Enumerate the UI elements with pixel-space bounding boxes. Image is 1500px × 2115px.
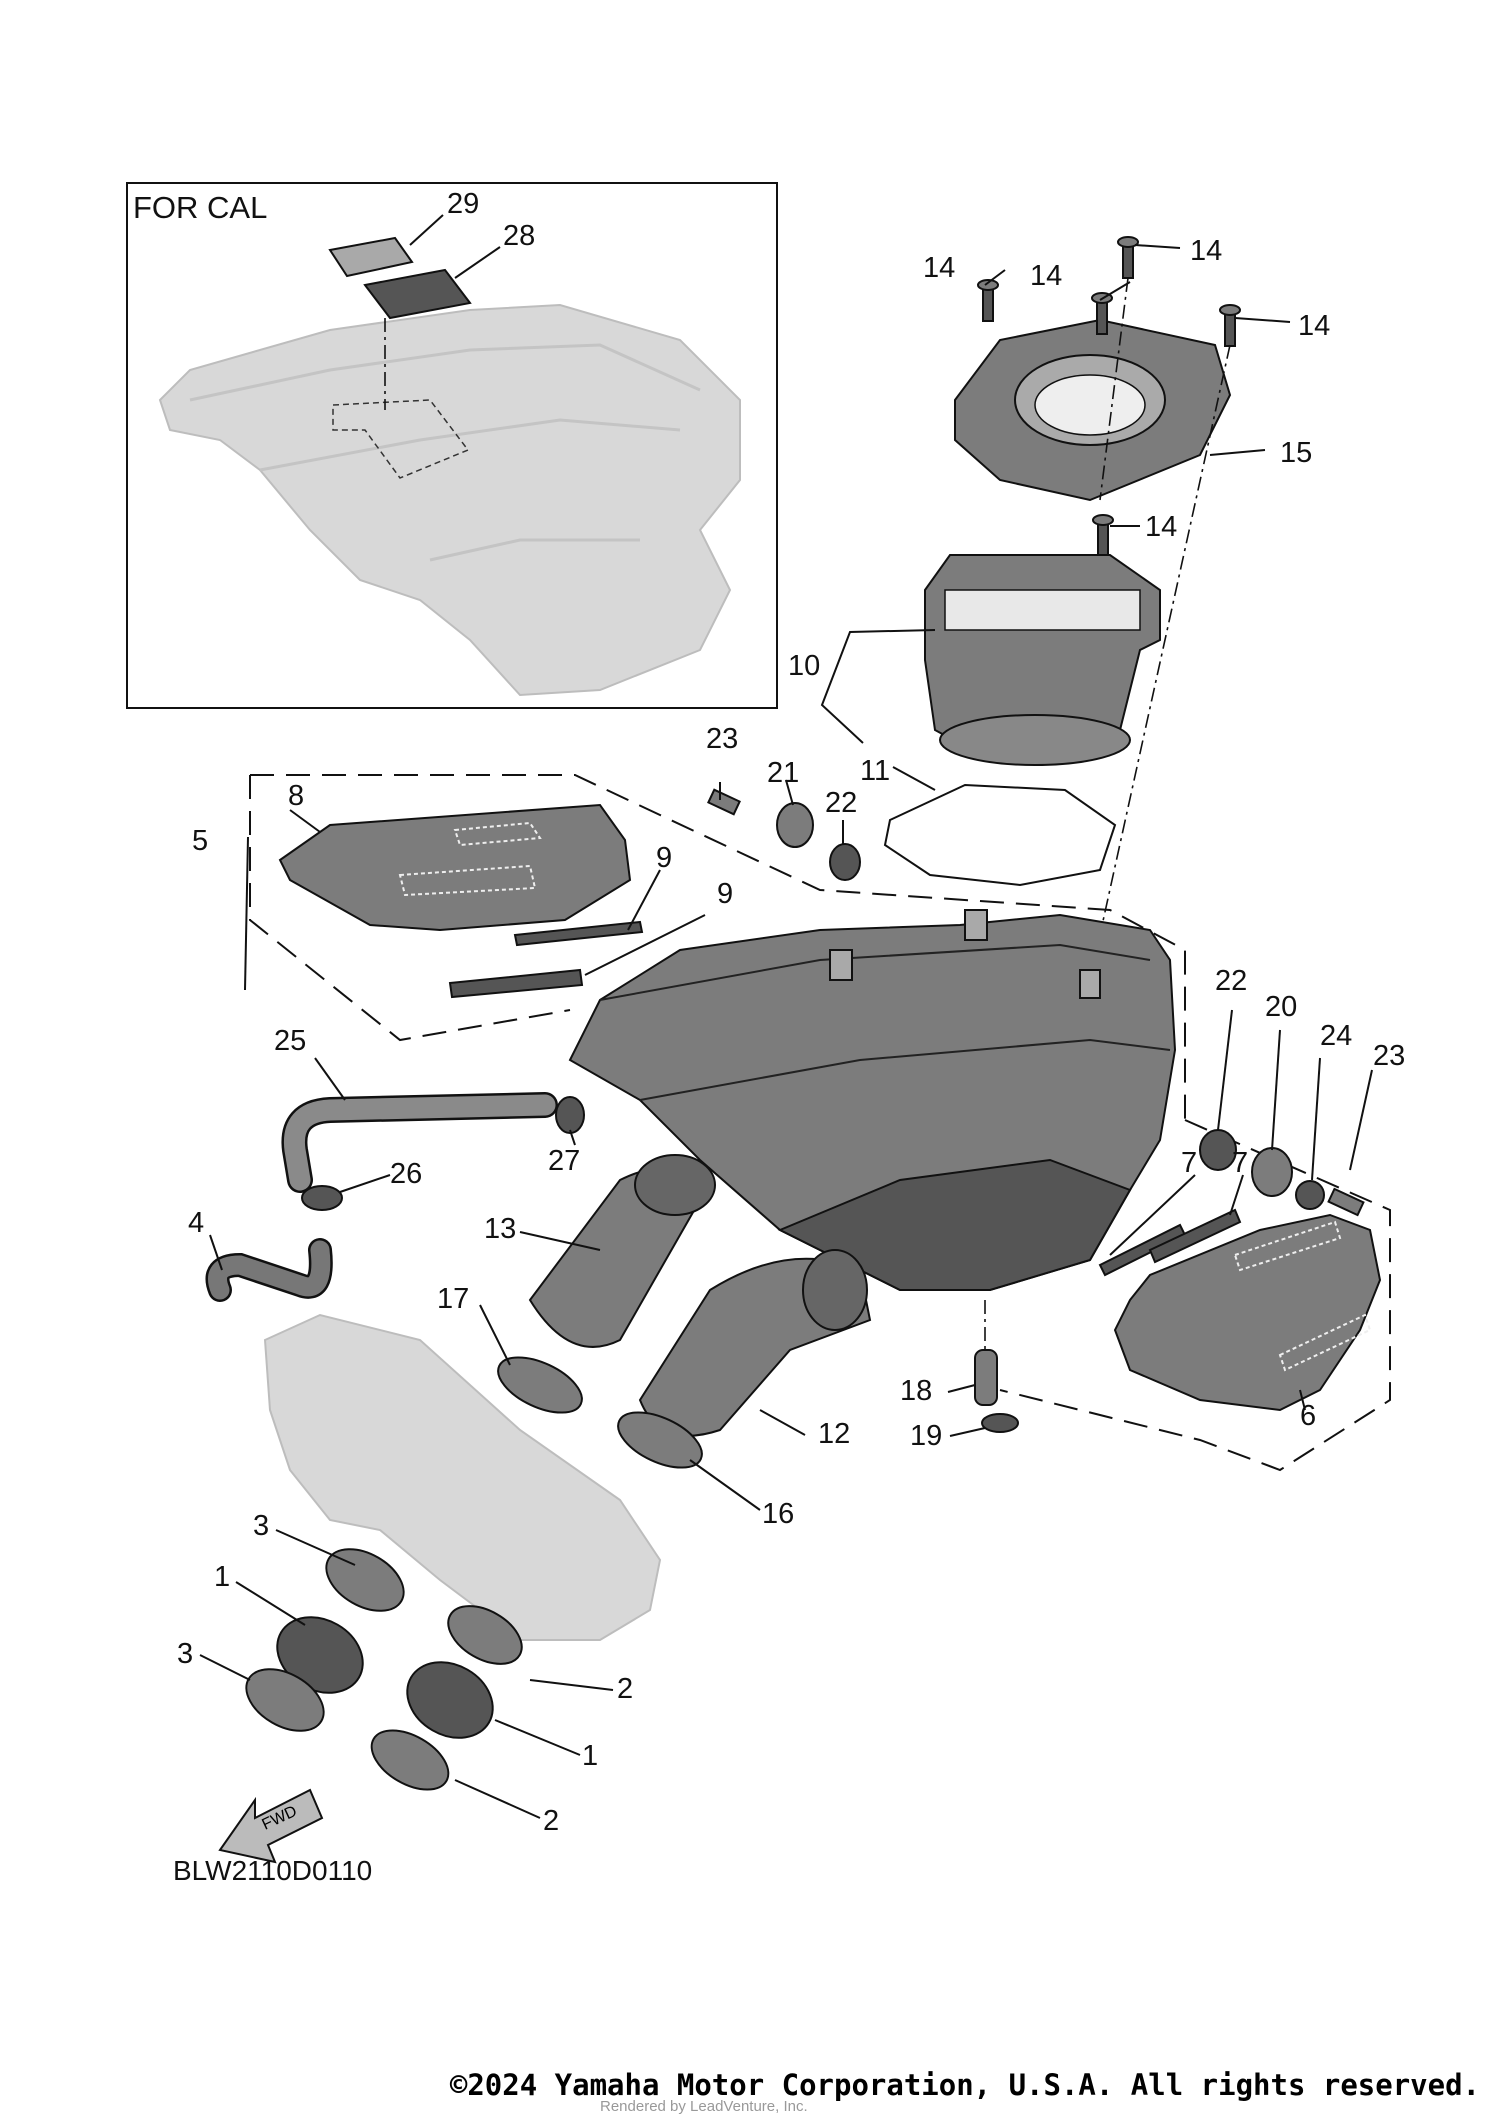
callout-6: 6 xyxy=(1300,1400,1316,1432)
callout-7b: 7 xyxy=(1232,1147,1248,1179)
callout-4: 4 xyxy=(188,1207,204,1239)
callout-19: 19 xyxy=(910,1420,942,1452)
part-18-drain xyxy=(974,1349,998,1406)
callout-16: 16 xyxy=(762,1498,794,1530)
clamp-27 xyxy=(555,1096,585,1134)
part-9-seal-b xyxy=(448,968,584,999)
callout-22a: 22 xyxy=(825,787,857,819)
callout-14c: 14 xyxy=(1190,235,1222,267)
label-29 xyxy=(328,236,414,278)
callout-14a: 14 xyxy=(923,252,955,284)
inset-airbox-ghost xyxy=(158,303,741,697)
inset-for-cal: FOR CAL xyxy=(126,182,778,709)
callout-15: 15 xyxy=(1280,437,1312,469)
callout-21: 21 xyxy=(767,757,799,789)
callout-1b: 1 xyxy=(582,1740,598,1772)
throttle-body-ghost xyxy=(263,1313,662,1641)
callout-14b: 14 xyxy=(1030,260,1062,292)
diagram-code: BLW2110D0110 xyxy=(173,1855,372,1886)
callout-9b: 9 xyxy=(717,878,733,910)
part-6-right-cover xyxy=(1113,1213,1382,1412)
leader-lines xyxy=(199,244,1373,1819)
callout-9a: 9 xyxy=(656,842,672,874)
callout-18: 18 xyxy=(900,1375,932,1407)
callout-23a: 23 xyxy=(706,723,738,755)
part-8-left-cover xyxy=(278,803,632,932)
hardware-20-24 xyxy=(707,788,1365,1217)
callout-7a: 7 xyxy=(1181,1147,1197,1179)
callout-24: 24 xyxy=(1320,1020,1352,1052)
clamp-16 xyxy=(617,1411,703,1469)
callout-1a: 1 xyxy=(214,1561,230,1593)
callout-5: 5 xyxy=(192,825,208,857)
callout-3a: 3 xyxy=(253,1510,269,1542)
clamp-26 xyxy=(301,1185,343,1211)
callout-3b: 3 xyxy=(177,1638,193,1670)
watermark: Rendered by LeadVenture, Inc. xyxy=(600,2098,808,2115)
group-5-outline xyxy=(249,774,1186,1120)
copyright-footer: ©2024 Yamaha Motor Corporation, U.S.A. A… xyxy=(449,2068,1480,2102)
callout-29: 29 xyxy=(447,188,479,220)
callout-25: 25 xyxy=(274,1025,306,1057)
part-12-boot xyxy=(638,1249,872,1437)
callout-numbers: 14 14 14 14 14 15 10 11 23 21 22 8 5 9 9… xyxy=(177,188,1405,1837)
part-7-seal-b xyxy=(1148,1208,1242,1264)
callout-12: 12 xyxy=(818,1418,850,1450)
gasket-11 xyxy=(883,783,1117,887)
fwd-arrow-icon: FWD xyxy=(218,1788,324,1864)
part-15-duct-upper xyxy=(954,318,1232,502)
label-28 xyxy=(363,268,472,320)
part-10-intake-duct xyxy=(924,554,1161,766)
callout-8: 8 xyxy=(288,780,304,812)
inset-title: FOR CAL xyxy=(133,190,267,225)
part-9-seal-a xyxy=(513,920,644,947)
callout-23b: 23 xyxy=(1373,1040,1405,1072)
callout-28: 28 xyxy=(503,220,535,252)
callout-26: 26 xyxy=(390,1158,422,1190)
airbox-main xyxy=(568,909,1177,1291)
callout-11: 11 xyxy=(860,755,890,787)
callout-27: 27 xyxy=(548,1145,580,1177)
clamp-17 xyxy=(497,1356,583,1414)
callout-22b: 22 xyxy=(1215,965,1247,997)
callout-2a: 2 xyxy=(617,1673,633,1705)
callout-14e: 14 xyxy=(1145,511,1177,543)
callout-17: 17 xyxy=(437,1283,469,1315)
callout-2b: 2 xyxy=(543,1805,559,1837)
part-13-boot xyxy=(528,1154,716,1348)
joints-1-2-3 xyxy=(245,1548,523,1791)
callout-10: 10 xyxy=(788,650,820,682)
group-6-outline xyxy=(999,1119,1391,1472)
callout-20: 20 xyxy=(1265,991,1297,1023)
callout-14d: 14 xyxy=(1298,310,1330,342)
callout-13: 13 xyxy=(484,1213,516,1245)
clamp-19 xyxy=(981,1413,1019,1433)
